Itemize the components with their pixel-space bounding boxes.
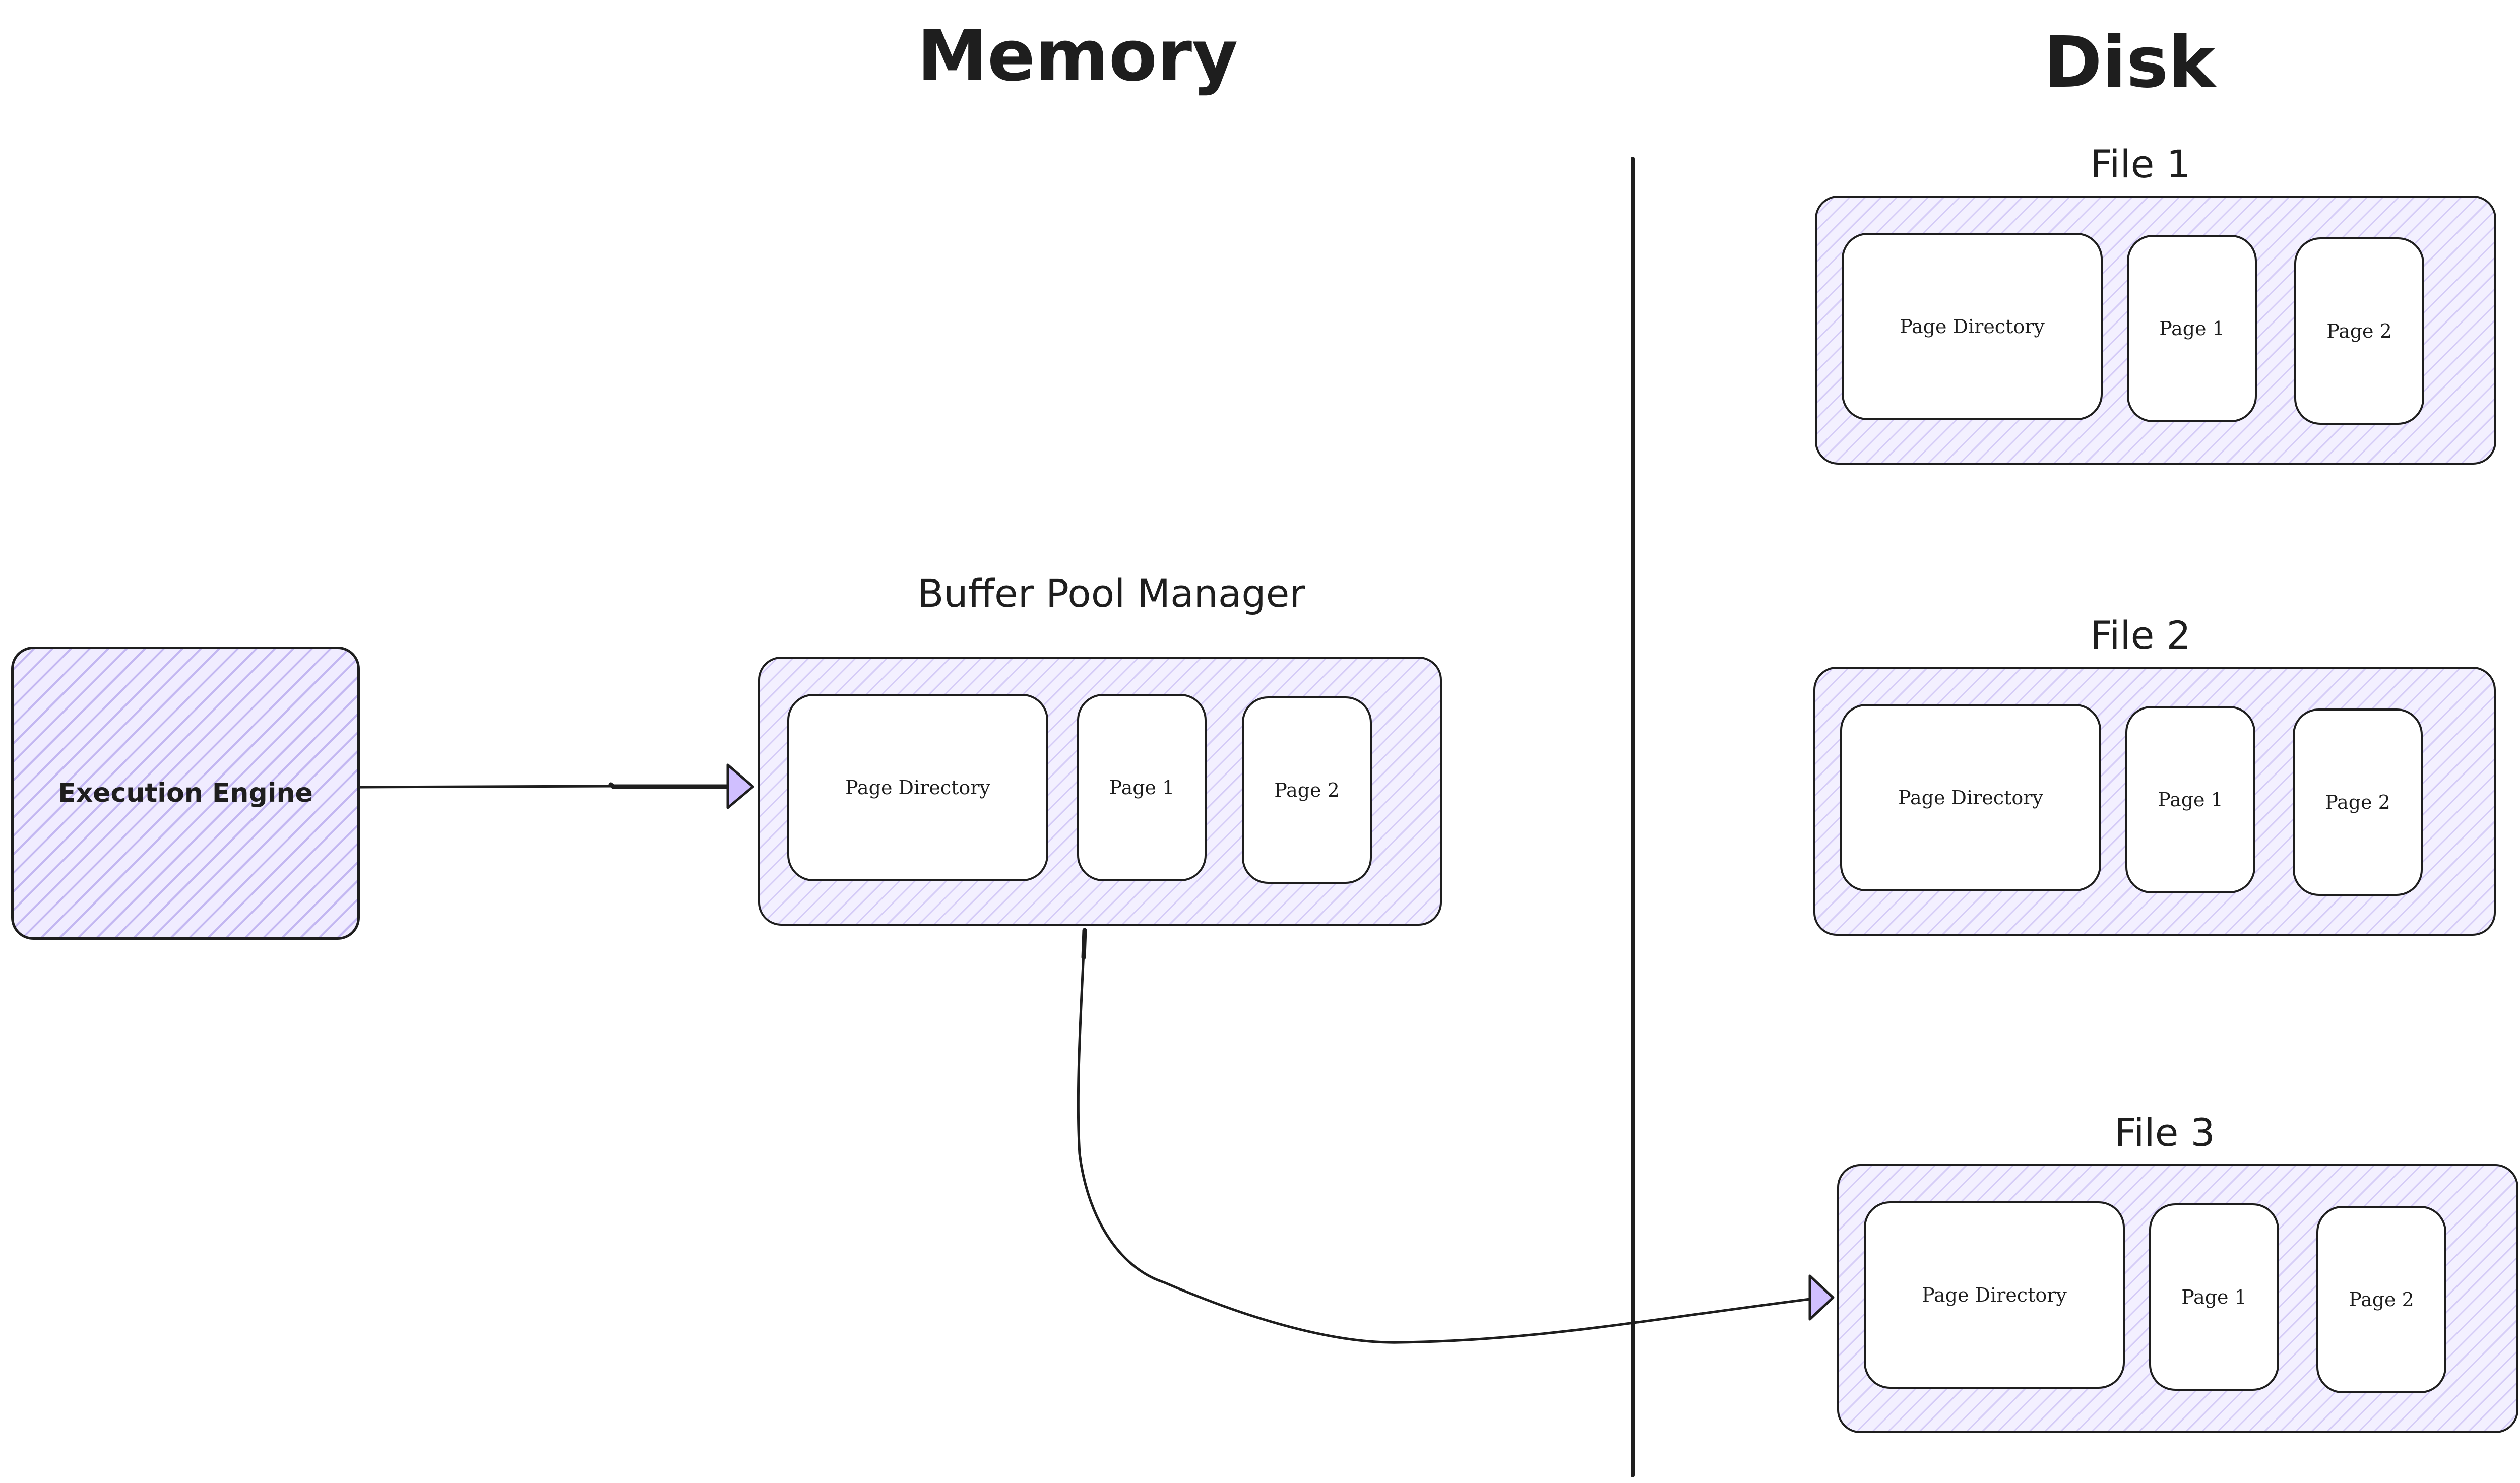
file-1-page-1: Page 1 bbox=[2127, 235, 2257, 422]
file-2-page-2: Page 2 bbox=[2293, 708, 2423, 896]
engine-to-buffer-pool-arrow-emphasis bbox=[608, 782, 730, 789]
disk-heading: Disk bbox=[2043, 22, 2216, 104]
file-3-title: File 3 bbox=[2114, 1110, 2215, 1155]
buffer-pool-arrowhead bbox=[726, 763, 754, 809]
file-2-page-1: Page 1 bbox=[2125, 706, 2255, 893]
file-3-page-1: Page 1 bbox=[2149, 1203, 2279, 1391]
file-1-title: File 1 bbox=[2090, 142, 2191, 186]
buffer-pool-to-file3-arrow bbox=[1077, 929, 1811, 1344]
file-2-page-directory: Page Directory bbox=[1840, 704, 2101, 891]
file-1-page-directory-label: Page Directory bbox=[1900, 315, 2045, 338]
buffer-pool-to-file3-arrow-start bbox=[1081, 928, 1087, 960]
file-3-page-1-label: Page 1 bbox=[2181, 1286, 2247, 1308]
buffer-pool-page-1: Page 1 bbox=[1077, 694, 1207, 881]
buffer-pool-page-directory-label: Page Directory bbox=[845, 777, 990, 799]
buffer-pool-page-directory: Page Directory bbox=[787, 694, 1048, 881]
buffer-pool-manager-heading: Buffer Pool Manager bbox=[917, 571, 1305, 616]
file-1-page-2: Page 2 bbox=[2294, 237, 2424, 425]
file-3-page-2: Page 2 bbox=[2316, 1206, 2446, 1393]
file-2-page-2-label: Page 2 bbox=[2325, 791, 2390, 813]
buffer-pool-page-2: Page 2 bbox=[1242, 696, 1372, 884]
file-1-page-directory: Page Directory bbox=[1842, 233, 2103, 420]
execution-engine-label: Execution Engine bbox=[58, 778, 313, 808]
file-2-title: File 2 bbox=[2090, 613, 2191, 658]
buffer-pool-page-2-label: Page 2 bbox=[1274, 779, 1340, 801]
file-2-page-1-label: Page 1 bbox=[2158, 789, 2223, 811]
file-3-page-directory-label: Page Directory bbox=[1922, 1284, 2067, 1306]
file3-arrowhead bbox=[1808, 1274, 1835, 1321]
buffer-pool-page-1-label: Page 1 bbox=[1109, 777, 1175, 799]
file-3-page-2-label: Page 2 bbox=[2349, 1288, 2414, 1311]
file-3-page-directory: Page Directory bbox=[1864, 1201, 2125, 1389]
file-1-page-1-label: Page 1 bbox=[2159, 317, 2225, 340]
file-1-page-2-label: Page 2 bbox=[2326, 320, 2392, 342]
file-2-page-directory-label: Page Directory bbox=[1898, 787, 2043, 809]
memory-heading: Memory bbox=[917, 15, 1238, 97]
execution-engine-box: Execution Engine bbox=[11, 647, 360, 940]
